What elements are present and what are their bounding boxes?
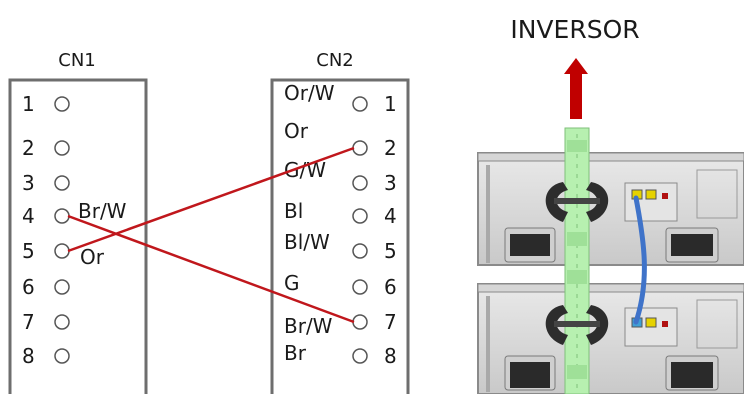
cn2-wire-label: Br/W <box>284 314 333 338</box>
cn1-pin-number: 7 <box>22 310 35 334</box>
cable-clamp-lower <box>545 305 609 345</box>
cn2-pin-number: 4 <box>384 204 397 228</box>
cn2-pin-socket <box>352 175 368 191</box>
cn2-pin-socket <box>352 208 368 224</box>
cn1-pin-number: 4 <box>22 204 35 228</box>
cn2-pin-socket <box>352 140 368 156</box>
cn2-wire-label: Or/W <box>284 81 335 105</box>
cn2-pin-socket <box>352 314 368 330</box>
cn1-pin-socket <box>54 279 70 295</box>
battery-module-upper <box>477 152 744 266</box>
cn2-pin-socket <box>352 243 368 259</box>
cn1-pin-socket <box>54 243 70 259</box>
cn2-wire-label: Or <box>284 119 309 143</box>
cn2-wire-label: Br <box>284 341 307 365</box>
cn2-pin-number: 5 <box>384 239 397 263</box>
cn2-pin-number: 7 <box>384 310 397 334</box>
cn1-pin-socket <box>54 348 70 364</box>
cn1-pin-number: 6 <box>22 275 35 299</box>
wire-connections <box>67 146 355 324</box>
cn1-pin4-wire-label: Br/W <box>78 199 127 223</box>
cn2-pin-number: 2 <box>384 136 397 160</box>
cn1-panel-frame <box>8 78 148 394</box>
cn2-pin-socket <box>352 279 368 295</box>
cn1-connector: CN1 1 2 3 4 5 6 7 8 Br/W Or <box>8 50 148 394</box>
cn2-pin-number: 8 <box>384 344 397 368</box>
cn1-pin-socket <box>54 175 70 191</box>
cn1-pin-number: 2 <box>22 136 35 160</box>
cn2-pin-number: 6 <box>384 275 397 299</box>
inverter-title: INVERSOR <box>510 15 639 44</box>
cn2-panel-frame <box>270 78 410 394</box>
cn1-pin5-wire-label: Or <box>80 245 105 269</box>
cn2-pin-number: 1 <box>384 92 397 116</box>
cn2-wire-label: G <box>284 271 300 295</box>
battery-rack <box>477 127 744 394</box>
cn1-pin-number: 5 <box>22 239 35 263</box>
bus-bar <box>564 127 590 394</box>
cn2-pin-socket <box>352 96 368 112</box>
battery-module-lower <box>477 283 744 394</box>
cn1-pin-number: 8 <box>22 344 35 368</box>
cable-clamp-upper <box>545 182 609 222</box>
cn1-pin-socket <box>54 96 70 112</box>
cn2-pin-socket <box>352 348 368 364</box>
cn2-pin-number: 3 <box>384 171 397 195</box>
cn1-pin-socket <box>54 208 70 224</box>
link-cable <box>633 195 647 325</box>
cn1-pin-number: 3 <box>22 171 35 195</box>
arrow-up-icon <box>564 58 588 119</box>
cn1-pin-socket <box>54 314 70 330</box>
wire-cn1-4-to-cn2-7 <box>67 214 355 324</box>
cn1-pin-list: 1 2 3 4 5 6 7 8 <box>22 92 70 368</box>
cn1-pin-number: 1 <box>22 92 35 116</box>
cn1-title: CN1 <box>58 50 96 71</box>
cn1-pin-socket <box>54 140 70 156</box>
cn2-wire-label: Bl/W <box>284 230 330 254</box>
cn2-title: CN2 <box>316 50 354 71</box>
cn2-wire-label: Bl <box>284 199 303 223</box>
